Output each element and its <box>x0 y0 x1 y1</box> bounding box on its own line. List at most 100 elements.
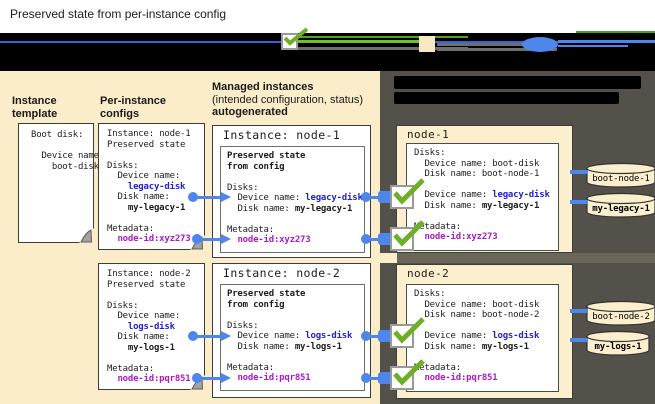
connector-line <box>366 195 380 199</box>
disk-name-value: my-logs-1 <box>481 341 529 352</box>
connector-dot <box>192 373 202 383</box>
boot-disk-label: Disk name: <box>424 169 482 179</box>
heading-managed-line1: Managed instances <box>212 81 314 93</box>
disk-name-label: Disk name: <box>237 203 295 214</box>
preserved-state-line2: from config <box>227 161 285 172</box>
node-box-1: node-1 Disks: Device name: boot-disk Dis… <box>396 125 573 253</box>
preserved-state-inner-box: Preserved state from config Disks: Devic… <box>220 284 365 391</box>
heading-managed-line2: (intended configuration, status) <box>212 93 364 106</box>
disk-link-line <box>570 170 588 174</box>
legend-config-square-icon <box>419 36 435 52</box>
legend-band <box>0 33 655 71</box>
disks-label: Disks: <box>227 182 259 193</box>
checkmark-icon <box>393 220 425 247</box>
managed-instance-box-1: Instance: node-1 Preserved state from co… <box>212 125 371 258</box>
disk-name-text: my-logs-1 <box>595 342 642 352</box>
connector-arrowhead-icon <box>221 331 231 341</box>
legend-green-streak-1 <box>292 36 468 38</box>
connector-dot <box>192 234 202 244</box>
metadata-value: node-id:xyz273 <box>117 234 191 244</box>
page-title: Preserved state from per-instance config <box>10 7 227 21</box>
disk-link-line <box>570 200 588 204</box>
disk-link-line <box>570 338 588 342</box>
preserved-state-line1: Preserved state <box>227 151 306 161</box>
device-name-label: Device name: <box>237 331 306 341</box>
heading-managed-instances: Managed instances (intended configuratio… <box>212 81 363 119</box>
checkbox-checkmark-icon <box>390 185 414 209</box>
device-name-value: logs-disk <box>305 331 353 341</box>
device-name-value: legacy-disk <box>305 193 363 203</box>
disk-name-value: my-legacy-1 <box>294 203 353 214</box>
connector-line <box>193 334 221 338</box>
boot-disk-value: boot-node-1 <box>481 169 540 179</box>
metadata-value: node-id:xyz273 <box>237 235 311 245</box>
boot-disk-label: Boot disk: <box>31 130 84 140</box>
disks-label: Disks: <box>107 160 139 171</box>
disk-link-line <box>570 309 588 313</box>
checkmark-icon <box>393 359 425 386</box>
legend-disk-oval-icon <box>522 37 558 52</box>
device-name-label: Device name: <box>117 311 181 321</box>
checkmark-icon <box>393 178 425 205</box>
legend-gray-streak-1 <box>292 47 468 50</box>
checkmark-icon <box>393 317 425 344</box>
page-fold-icon <box>79 228 94 243</box>
connector-dot <box>361 331 371 341</box>
instance-template-box: Boot disk: Device name: boot-disk <box>18 123 104 243</box>
metadata-value: node-id:pqr851 <box>117 374 191 384</box>
metadata-label: Metadata: <box>107 363 154 374</box>
disk-name-label: Disk name: <box>117 192 170 202</box>
device-name-value: logs-disk <box>127 321 175 332</box>
connector-dot <box>361 234 371 244</box>
connector-line <box>366 334 380 338</box>
disk-cylinder-boot-node-2: boot-node-2 <box>586 300 655 326</box>
boot-disk-value: boot-node-2 <box>481 310 540 320</box>
managed-instance-title: Instance: node-1 <box>223 128 341 142</box>
disk-cylinder-my-legacy-1: my-legacy-1 <box>586 192 655 218</box>
preserved-state-line2: from config <box>227 299 285 310</box>
connector-line <box>197 237 221 241</box>
config-state-line: Preserved state <box>107 139 186 150</box>
heading-managed-line3: autogenerated <box>212 106 288 118</box>
connector-dot <box>361 373 371 383</box>
metadata-value: node-id:xyz273 <box>424 232 498 242</box>
heading-instance-template: Instance template <box>12 95 58 120</box>
connector-line <box>197 376 221 380</box>
heading-per-instance-configs: Per-instance configs <box>100 95 167 120</box>
device-name-value: legacy-disk <box>492 190 550 200</box>
legend-green-streak-2 <box>292 40 420 43</box>
device-name-label: Device name: <box>424 331 493 341</box>
disks-label: Disks: <box>107 300 139 311</box>
device-name-value: legacy-disk <box>127 181 186 192</box>
config-state-line: Preserved state <box>107 279 186 290</box>
connector-dot <box>188 192 198 202</box>
disks-label: Disks: <box>414 148 446 158</box>
managed-instance-title: Instance: node-2 <box>223 266 341 280</box>
vm-zone-divider <box>397 253 655 263</box>
legend-blue-streak-1 <box>558 40 655 43</box>
metadata-label: Metadata: <box>227 362 274 373</box>
checkbox-checkmark-icon <box>390 324 414 348</box>
connector-line <box>366 376 380 380</box>
disk-name-text: boot-node-1 <box>592 174 649 184</box>
disk-name-value: my-logs-1 <box>294 341 342 352</box>
disk-name-label: Disk name: <box>424 341 482 352</box>
disk-name-text: my-legacy-1 <box>592 204 649 214</box>
device-name-label: Device name: <box>117 171 181 181</box>
metadata-label: Metadata: <box>227 224 274 235</box>
disk-name-label: Disk name: <box>424 200 482 211</box>
config-instance-line: Instance: node-1 <box>107 129 191 139</box>
connector-arrowhead-icon <box>221 192 231 202</box>
node-inner-box: Disks: Device name: boot-disk Disk name:… <box>406 284 559 392</box>
connector-line <box>366 237 380 241</box>
per-instance-config-box-2: Instance: node-2 Preserved state Disks: … <box>98 263 205 390</box>
config-instance-line: Instance: node-2 <box>107 269 191 279</box>
disk-cylinder-boot-node-1: boot-node-1 <box>586 162 655 188</box>
device-name-label: Device name: <box>424 190 493 200</box>
boot-device-value: boot-disk <box>492 158 540 169</box>
metadata-label: Metadata: <box>414 221 461 232</box>
redacted-heading-bar-1 <box>394 76 641 89</box>
disk-name-value: my-logs-1 <box>127 342 175 353</box>
device-name-label: Device name: <box>41 151 105 161</box>
